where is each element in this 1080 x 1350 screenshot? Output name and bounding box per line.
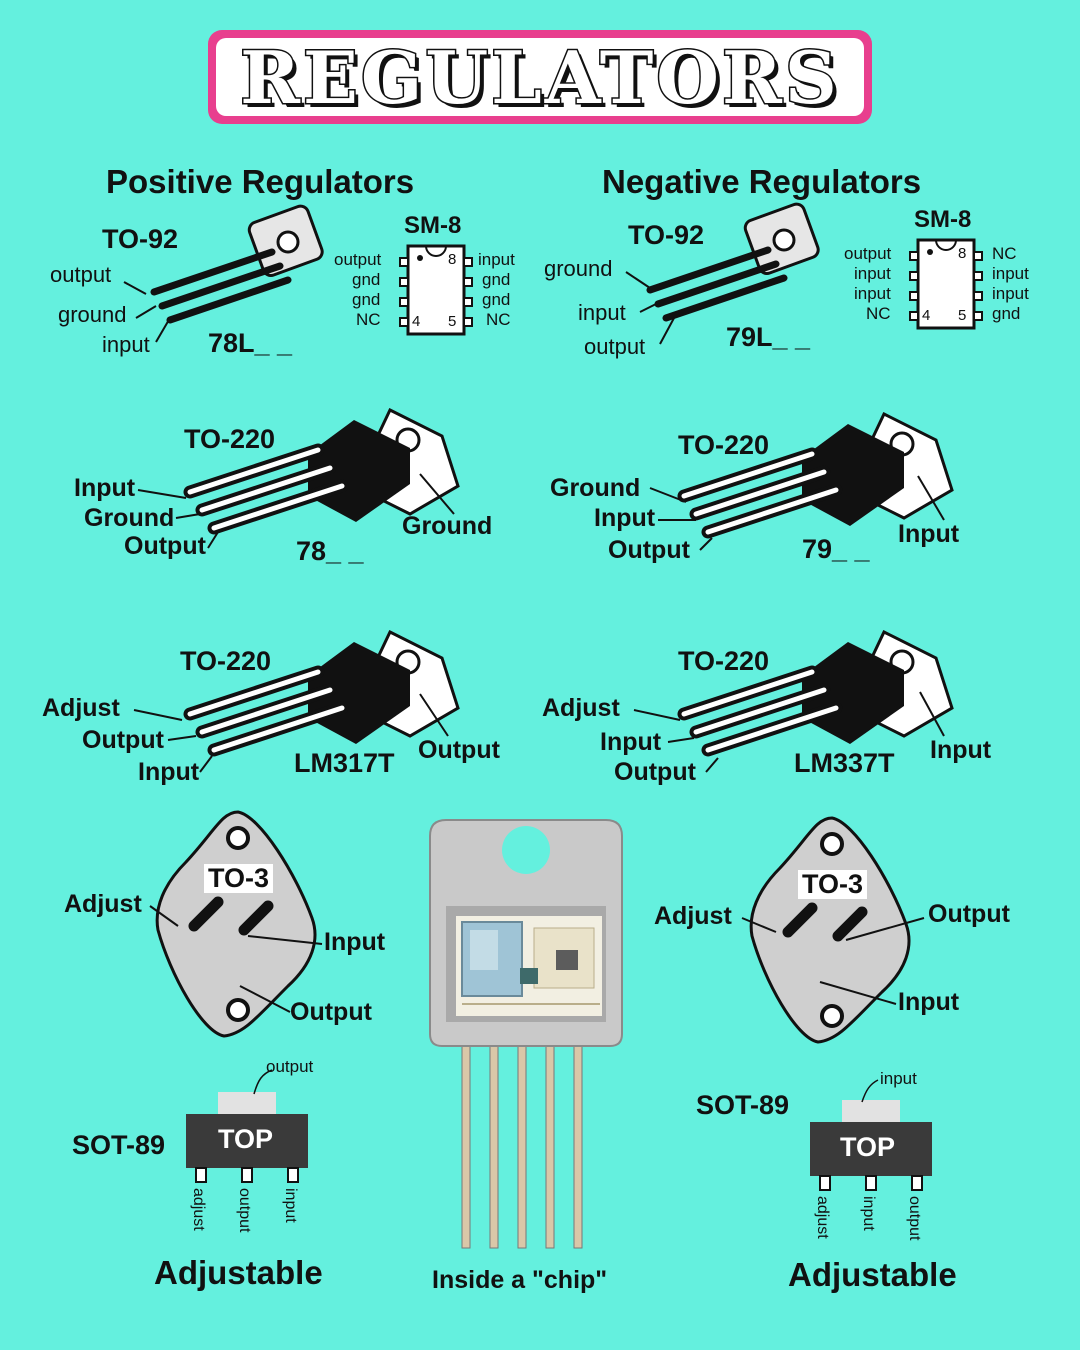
sm8-pos-left-pin-1: output: [334, 250, 382, 269]
to220-neg-adj-pin-output: Output: [614, 758, 696, 786]
sm8-neg-right-pin-1: NC: [992, 244, 1017, 263]
to92-pos-part-number: 78L_ _: [208, 328, 293, 358]
sm8-pos-right-pin-1: input: [478, 250, 515, 269]
to3-pkg-label-neg: TO-3: [798, 870, 868, 899]
to3-pos-case-output: Output: [290, 998, 372, 1026]
to220-pos-adj-tab-label: Output: [418, 736, 500, 764]
sot89-neg-top-marking: TOP: [840, 1132, 896, 1162]
to220-pkg-label-pos-fixed: TO-220: [184, 424, 276, 454]
sm8-neg-left-pin-1: output: [844, 244, 892, 263]
to220-neg-fixed-tab-label: Input: [898, 520, 960, 548]
sot89-pos-pin-3: input: [282, 1188, 299, 1223]
sot89-neg-caption: Adjustable: [788, 1256, 957, 1293]
sot89-pkg-label-pos: SOT-89: [72, 1130, 166, 1160]
to220-pkg-label-neg-adj: TO-220: [678, 646, 770, 676]
sm8-neg-right-pin-3: input: [992, 284, 1029, 303]
to220-pos-adj-pin-adjust: Adjust: [42, 694, 120, 722]
sot89-pos-pin-1: adjust: [190, 1188, 207, 1231]
to220-pos-fixed-pin-input: Input: [74, 474, 136, 502]
to3-pos-pin-input: Input: [324, 928, 386, 956]
sm8-pos-left-pin-2: gnd: [352, 270, 381, 289]
sm8-neg-left-pin-4: NC: [866, 304, 891, 323]
page-title: REGULATORS: [239, 33, 840, 121]
to92-pos-pin-ground: ground: [58, 302, 127, 327]
title-banner-inner: REGULATORS: [216, 33, 864, 121]
to92-package-pos: [154, 204, 324, 320]
sm8-pkg-label-neg: SM-8: [914, 206, 972, 233]
sm8-pos-right-pin-3: gnd: [482, 290, 511, 309]
to220-pos-fixed-pin-ground: Ground: [84, 504, 175, 532]
to220-pos-adj-part-number: LM317T: [294, 748, 395, 778]
to92-neg-part-number: 79L_ _: [726, 322, 811, 352]
to3-pos-pin-adjust: Adjust: [64, 890, 142, 918]
to220-neg-adj-pin-adjust: Adjust: [542, 694, 620, 722]
to220-pkg-label-pos-adj: TO-220: [180, 646, 272, 676]
to220-pos-fixed-tab-label: Ground: [402, 512, 493, 540]
to3-pkg-label-pos: TO-3: [204, 864, 274, 893]
sm8-pos-left-pin-4: NC: [356, 310, 381, 329]
to3-neg-case-input: Input: [898, 988, 960, 1016]
sm8-neg-pin-num-4: 4: [922, 307, 931, 324]
sm8-pkg-label-pos: SM-8: [404, 212, 462, 239]
sot89-pos-top-marking: TOP: [218, 1124, 274, 1154]
sot89-neg-tab-label: input: [880, 1069, 917, 1088]
heading-negative-regulators: Negative Regulators: [602, 163, 922, 200]
heading-positive-regulators: Positive Regulators: [106, 163, 415, 200]
to220-pos-adj-pin-input: Input: [138, 758, 200, 786]
to220-neg-adj-part-number: LM337T: [794, 748, 895, 778]
to220-neg-fixed-pin-input: Input: [594, 504, 656, 532]
sm8-neg-pin-num-8: 8: [958, 245, 967, 262]
to92-neg-pin-output: output: [584, 334, 646, 359]
sm8-pos-pin-num-5: 5: [448, 313, 457, 330]
sm8-package-neg: [908, 238, 984, 330]
sot89-neg-pin-2: input: [860, 1196, 877, 1231]
sot89-neg-pin-3: output: [906, 1196, 923, 1241]
to92-neg-pin-input: input: [578, 300, 626, 325]
sm8-neg-left-pin-3: input: [854, 284, 891, 303]
to220-pos-adj-pin-output: Output: [82, 726, 164, 754]
sot89-neg-pin-1: adjust: [814, 1196, 831, 1239]
to220-neg-fixed-part-number: 79_ _: [802, 534, 870, 564]
to92-neg-pin-ground: ground: [544, 256, 613, 281]
sm8-pos-pin-num-4: 4: [412, 313, 421, 330]
sm8-package-pos: [398, 244, 474, 336]
sm8-pos-pin-num-8: 8: [448, 251, 457, 268]
to220-neg-adj-tab-label: Input: [930, 736, 992, 764]
to220-pos-fixed-pin-output: Output: [124, 532, 206, 560]
sm8-pos-left-pin-3: gnd: [352, 290, 381, 309]
sm8-neg-right-pin-4: gnd: [992, 304, 1021, 323]
sm8-neg-right-pin-2: input: [992, 264, 1029, 283]
to220-neg-fixed-pin-output: Output: [608, 536, 690, 564]
to220-pos-fixed-part-number: 78_ _: [296, 536, 364, 566]
sm8-pos-right-pin-2: gnd: [482, 270, 511, 289]
to220-pkg-label-neg-fixed: TO-220: [678, 430, 770, 460]
sm8-neg-left-pin-2: input: [854, 264, 891, 283]
sot89-pos-pin-2: output: [236, 1188, 253, 1233]
sot89-pkg-label-neg: SOT-89: [696, 1090, 790, 1120]
chip-caption: Inside a "chip": [432, 1266, 608, 1294]
to220-neg-adj-pin-input: Input: [600, 728, 662, 756]
to92-pos-pin-input: input: [102, 332, 150, 357]
chip-photo: [429, 819, 623, 1249]
to3-package-neg: [751, 818, 909, 1042]
to220-neg-fixed-pin-ground: Ground: [550, 474, 641, 502]
to92-pos-pin-output: output: [50, 262, 112, 287]
sot89-pos-tab-label: output: [266, 1057, 314, 1076]
sm8-neg-pin-num-5: 5: [958, 307, 967, 324]
to3-neg-pin-adjust: Adjust: [654, 902, 732, 930]
to3-neg-pin-output: Output: [928, 900, 1010, 928]
title-banner: REGULATORS: [208, 30, 872, 124]
to92-pkg-label-pos: TO-92: [102, 224, 179, 254]
sot89-pos-caption: Adjustable: [154, 1254, 323, 1291]
sm8-pos-right-pin-4: NC: [486, 310, 511, 329]
to92-pkg-label-neg: TO-92: [628, 220, 705, 250]
